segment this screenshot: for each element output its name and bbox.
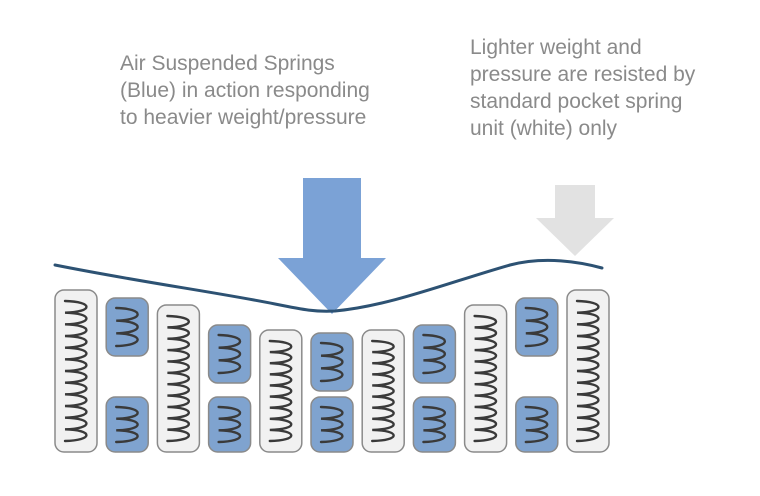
air-suspended-spring-lower [207, 396, 252, 453]
pocket-spring-column [259, 329, 303, 453]
pocket-spring-coil [371, 339, 395, 443]
pocket-spring-column [463, 304, 508, 453]
air-spring-coil [115, 405, 139, 444]
air-suspended-spring-lower [412, 396, 457, 453]
air-suspended-spring-column [412, 324, 457, 453]
air-spring-coil [524, 405, 549, 444]
air-spring-coil [422, 333, 446, 375]
pocket-spring-sleeve [463, 304, 508, 453]
air-spring-coil [422, 405, 446, 444]
air-suspended-spring-lower [515, 396, 559, 453]
pocket-spring-column [566, 289, 610, 453]
pocket-spring-column [156, 304, 201, 453]
pocket-spring-coil [473, 314, 497, 443]
air-suspended-spring-column [515, 297, 559, 453]
air-suspended-spring-upper [515, 297, 559, 357]
air-suspended-spring-column [207, 324, 252, 453]
pocket-spring-coil [166, 314, 190, 443]
caption-light-pressure: Lighter weight and pressure are resisted… [470, 36, 696, 140]
spring-unit-row [54, 289, 610, 453]
pocket-spring-coil [575, 299, 600, 443]
air-suspended-spring-lower [310, 396, 354, 453]
pocket-spring-coil [268, 339, 293, 443]
heavy-pressure-arrow [278, 178, 386, 314]
caption-heavy-pressure: Air Suspended Springs (Blue) in action r… [120, 52, 370, 129]
air-suspended-spring-column [310, 332, 354, 453]
pocket-spring-column [361, 329, 405, 453]
air-spring-coil [115, 306, 139, 348]
pocket-spring-sleeve [259, 329, 303, 453]
air-spring-coil [319, 341, 344, 383]
air-suspended-spring-lower [105, 396, 149, 453]
pocket-spring-column [54, 289, 98, 453]
air-suspended-spring-upper [412, 324, 457, 384]
pocket-spring-sleeve [361, 329, 405, 453]
mattress-surface-line [53, 258, 604, 313]
air-spring-coil [217, 405, 241, 444]
pocket-spring-sleeve [156, 304, 201, 453]
air-suspended-spring-column [105, 297, 149, 453]
air-spring-coil [217, 333, 241, 375]
pocket-spring-coil [63, 299, 88, 443]
air-spring-coil [319, 405, 344, 444]
air-suspended-spring-upper [310, 332, 354, 392]
air-suspended-spring-upper [105, 297, 149, 357]
light-pressure-arrow [536, 185, 614, 256]
air-spring-coil [524, 306, 549, 348]
air-suspended-spring-upper [207, 324, 252, 384]
